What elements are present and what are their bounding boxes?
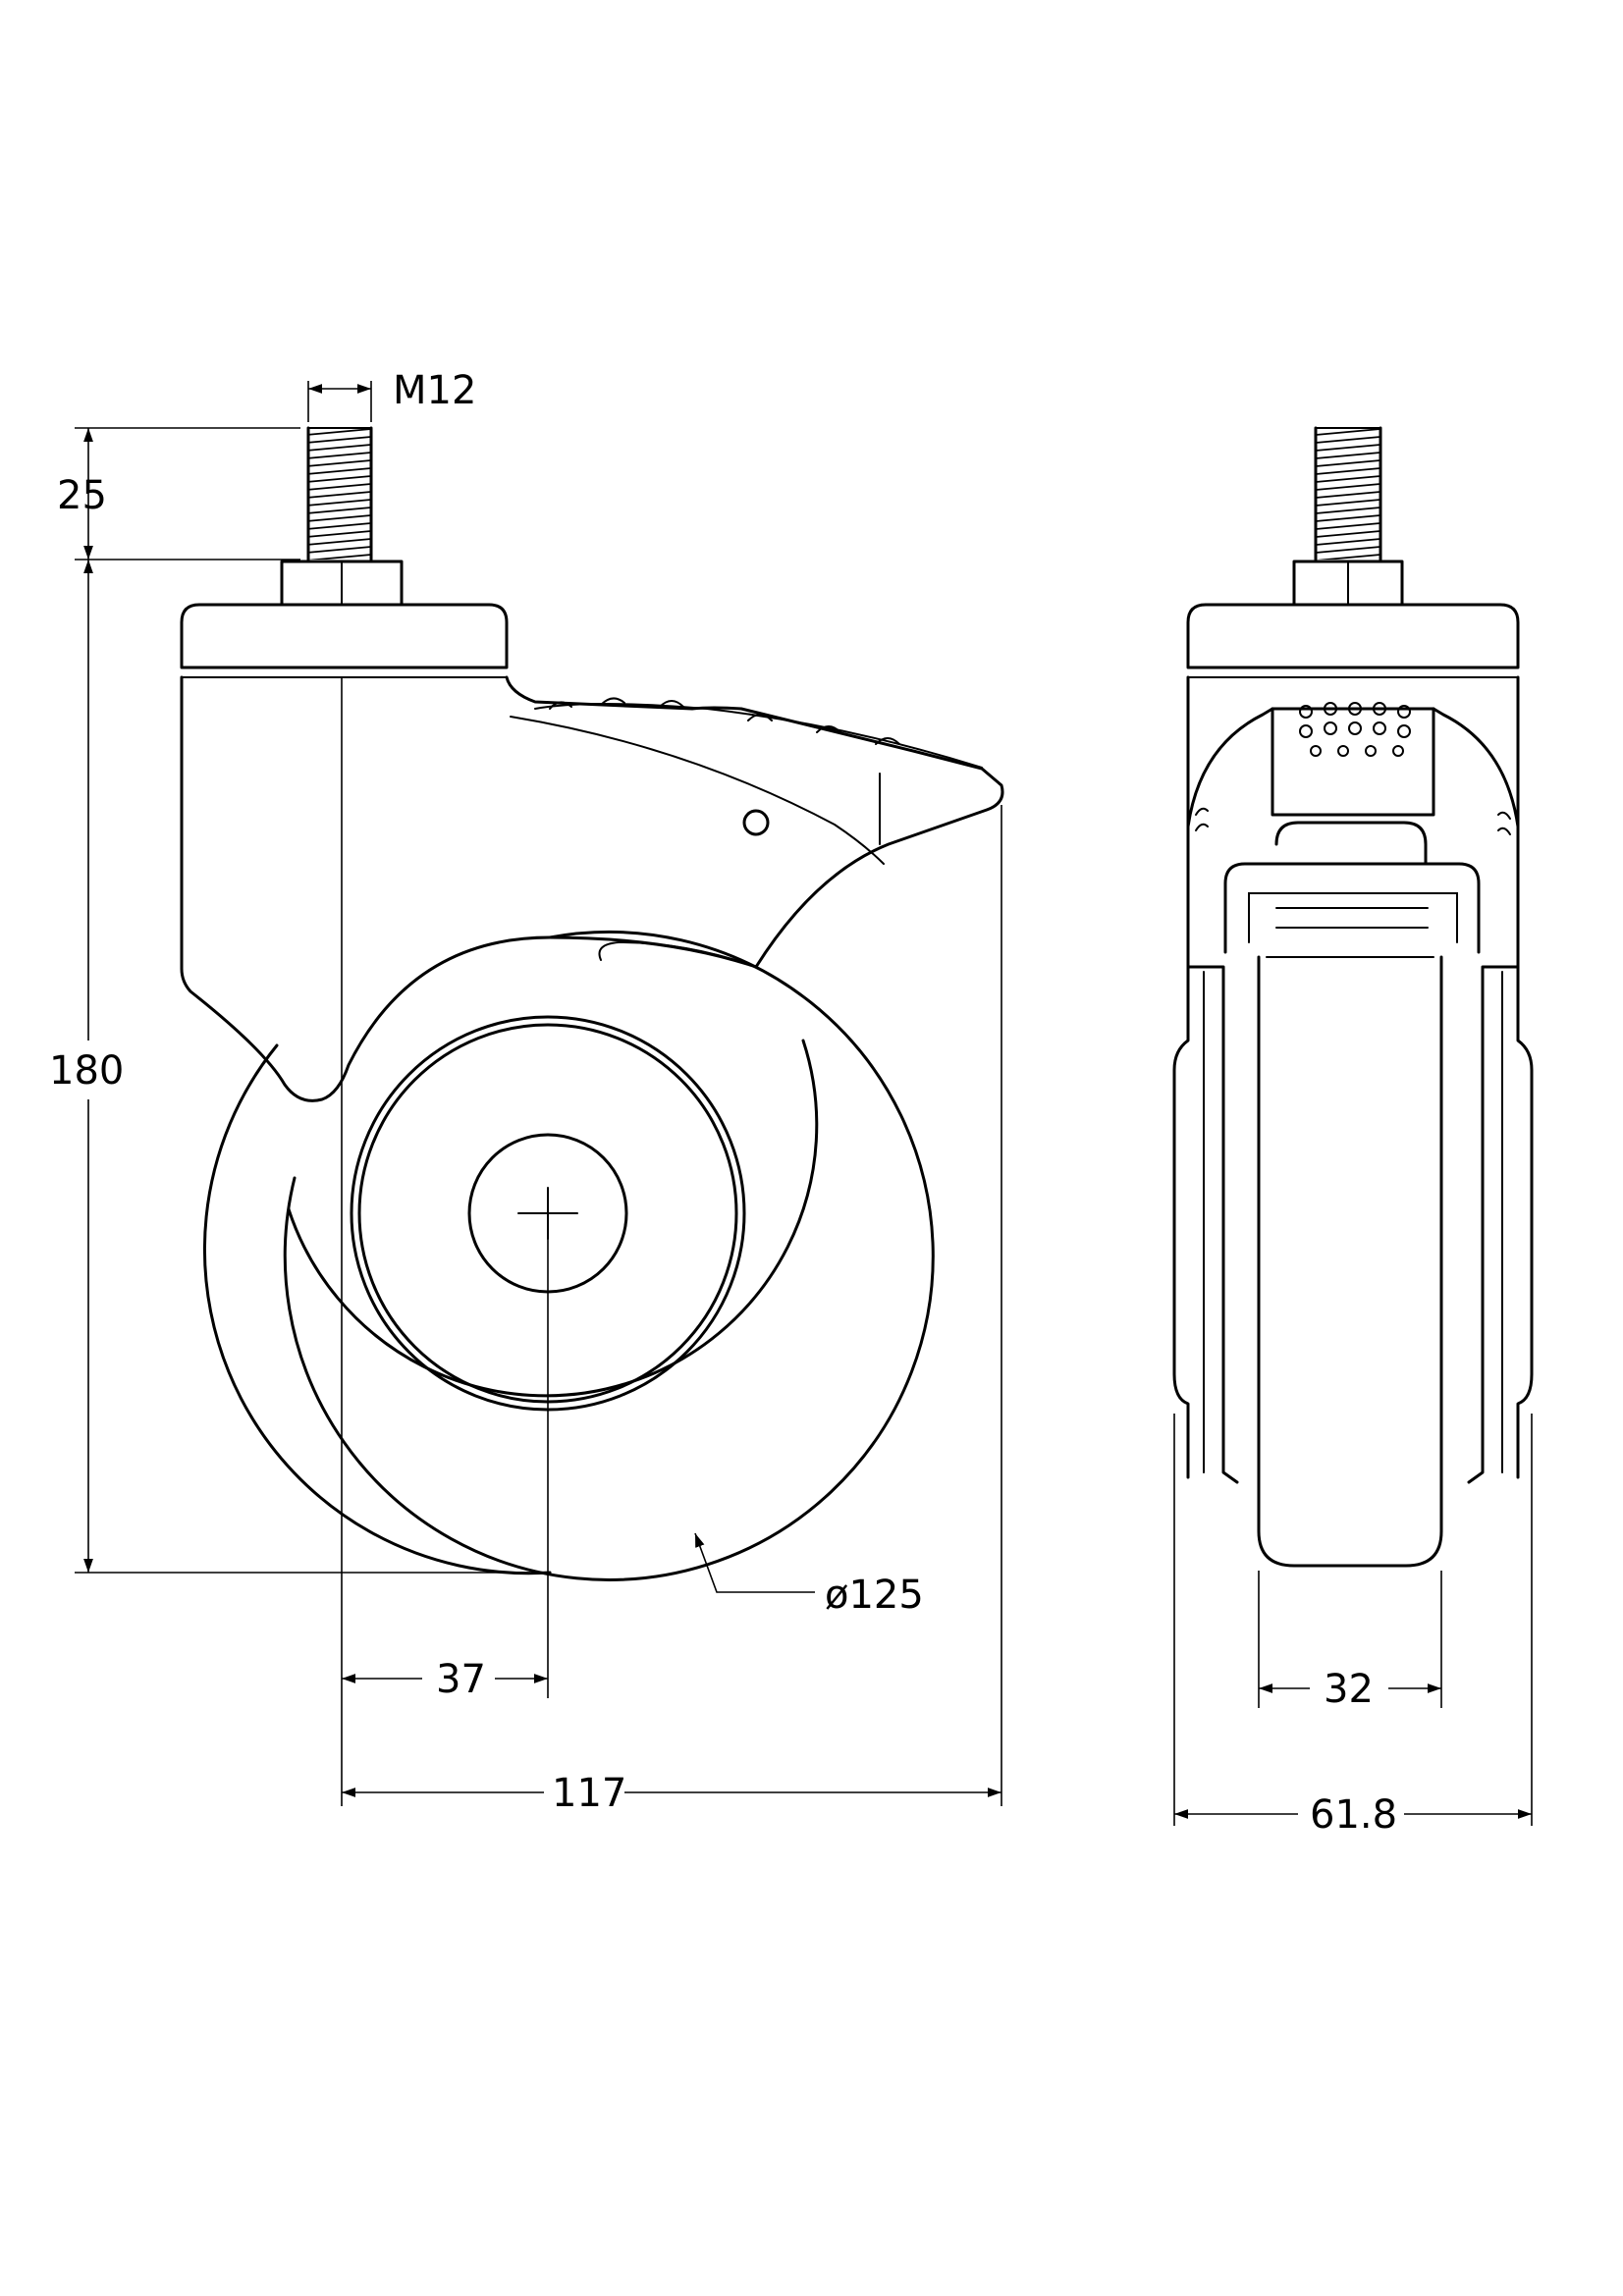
front-threaded-stem	[1314, 426, 1382, 561]
side-threaded-stem	[306, 426, 373, 561]
side-wheel	[202, 930, 935, 1581]
dim-side-depth-label: 117	[552, 1771, 626, 1816]
dim-wheel-width-label: 32	[1324, 1667, 1374, 1712]
side-lever-grip	[549, 697, 900, 745]
front-tyre-left-band	[1172, 965, 1190, 1479]
front-lever-grip	[1299, 702, 1411, 757]
front-fork-left	[1186, 675, 1274, 828]
front-wheel	[1257, 955, 1443, 1568]
side-pivot-rivet	[742, 809, 770, 836]
dimension-lines	[75, 381, 1533, 1826]
dimension-labels: M12 25 180 37 117 ø125 32 61.8	[49, 368, 1397, 1838]
side-view	[180, 426, 1004, 1581]
dim-wheel-diameter-label: ø125	[825, 1573, 924, 1618]
dim-overall-height-label: 180	[49, 1048, 124, 1094]
front-tyre-right-band	[1516, 965, 1534, 1479]
front-hex-nut	[1292, 560, 1404, 607]
front-view	[1172, 426, 1534, 1568]
dim-offset-label: 37	[436, 1657, 486, 1702]
front-top-plate	[1186, 603, 1520, 669]
dim-overall-width-label: 61.8	[1310, 1792, 1397, 1838]
side-hex-nut	[280, 560, 404, 607]
dim-thread-label: M12	[393, 368, 476, 413]
side-top-plate	[180, 603, 509, 669]
dim-stem-length-label: 25	[57, 473, 107, 518]
side-fork-housing	[180, 675, 1004, 1102]
front-fork-right	[1432, 675, 1520, 828]
